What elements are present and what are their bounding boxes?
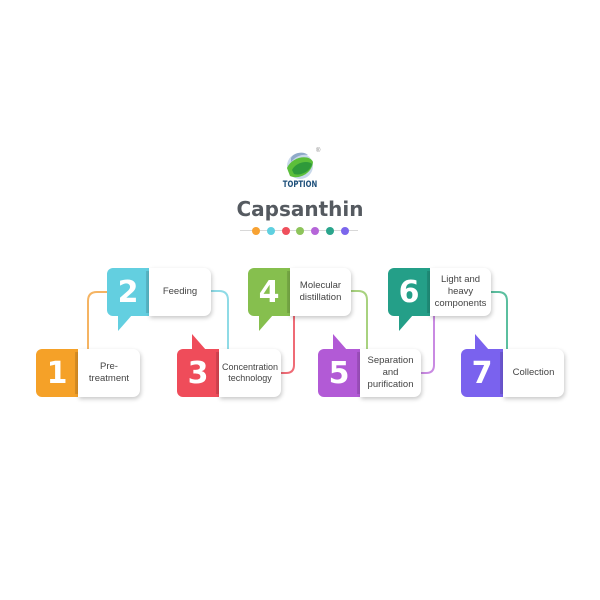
- step-label: Light and heavy components: [430, 268, 491, 316]
- step-6-tail: [399, 315, 413, 331]
- step-number: 1: [36, 349, 78, 397]
- connector-3-4: [280, 316, 295, 374]
- step-number: 6: [388, 268, 430, 316]
- step-number: 7: [461, 349, 503, 397]
- step-label: Feeding: [149, 268, 211, 316]
- registered-mark: ®: [316, 148, 321, 154]
- step-label: Separation and purification: [360, 349, 421, 397]
- connector-6-7: [491, 291, 508, 349]
- divider-dot: [326, 227, 334, 235]
- connector-5-6: [421, 316, 435, 374]
- step-4-tail: [259, 315, 273, 331]
- logo-text: TOPTION: [282, 180, 318, 190]
- step-3-tail: [192, 334, 206, 350]
- step-label: Collection: [503, 349, 564, 397]
- leaf-globe-icon: [287, 152, 313, 179]
- step-label-text: Pre-treatment: [88, 361, 130, 384]
- divider-dot: [282, 227, 290, 235]
- step-label: Concentration technology: [219, 349, 281, 397]
- step-2-tail: [118, 315, 132, 331]
- divider-dot: [341, 227, 349, 235]
- connector-2-3: [210, 290, 229, 349]
- step-5-tail: [333, 334, 347, 350]
- step-number: 4: [248, 268, 290, 316]
- toption-logo: ®: [282, 148, 322, 194]
- step-number: 2: [107, 268, 149, 316]
- step-7-tail: [475, 334, 489, 350]
- connector-4-5: [350, 290, 368, 349]
- divider-dot: [252, 227, 260, 235]
- step-label: Pre-treatment: [78, 349, 140, 397]
- connector-1-2: [87, 291, 107, 350]
- page-title: Capsanthin: [236, 197, 364, 221]
- divider-dot: [296, 227, 304, 235]
- step-number: 3: [177, 349, 219, 397]
- divider-dot: [267, 227, 275, 235]
- divider-dot: [311, 227, 319, 235]
- step-label: Molecular distillation: [290, 268, 351, 316]
- step-number: 5: [318, 349, 360, 397]
